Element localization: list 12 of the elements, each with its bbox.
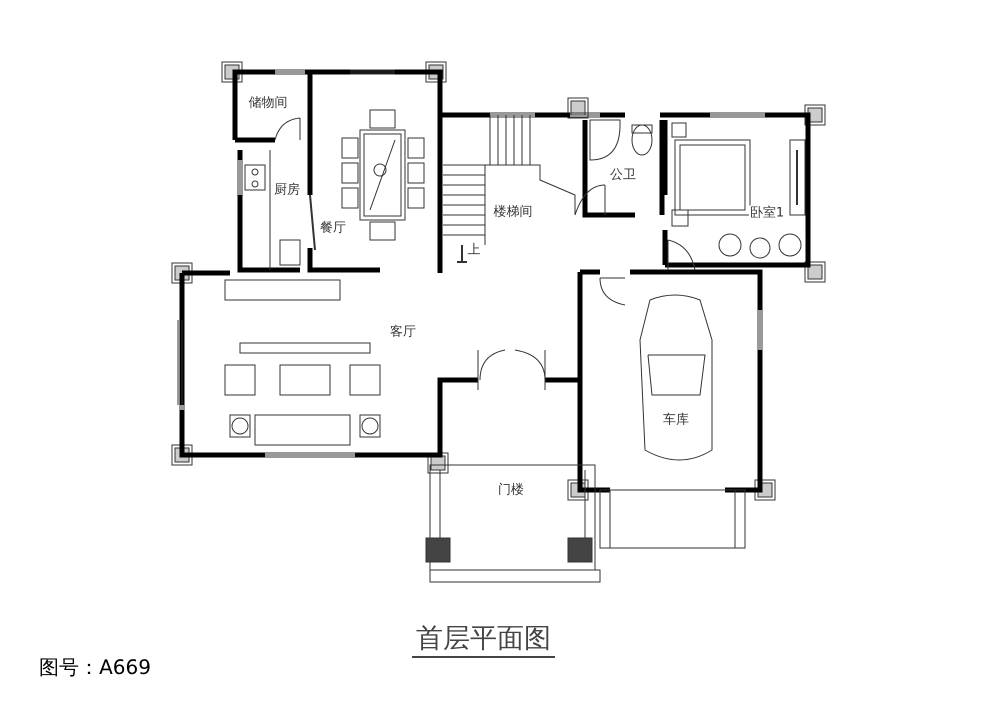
room-label: 卧室1: [748, 206, 786, 220]
room-label: 楼梯间: [492, 204, 534, 220]
room-label: 餐厅: [319, 220, 347, 236]
drawing-number: 图号：A669: [38, 656, 152, 678]
stair-direction-label: 上: [466, 242, 482, 258]
room-label: 车库: [662, 412, 690, 428]
drawing-title: 首层平面图: [412, 624, 555, 658]
room-label: 公卫: [609, 168, 637, 182]
room-label: 客厅: [389, 324, 417, 340]
room-label: 储物间: [248, 96, 288, 110]
room-label: 厨房: [273, 182, 301, 198]
room-label: 门楼: [497, 482, 525, 498]
